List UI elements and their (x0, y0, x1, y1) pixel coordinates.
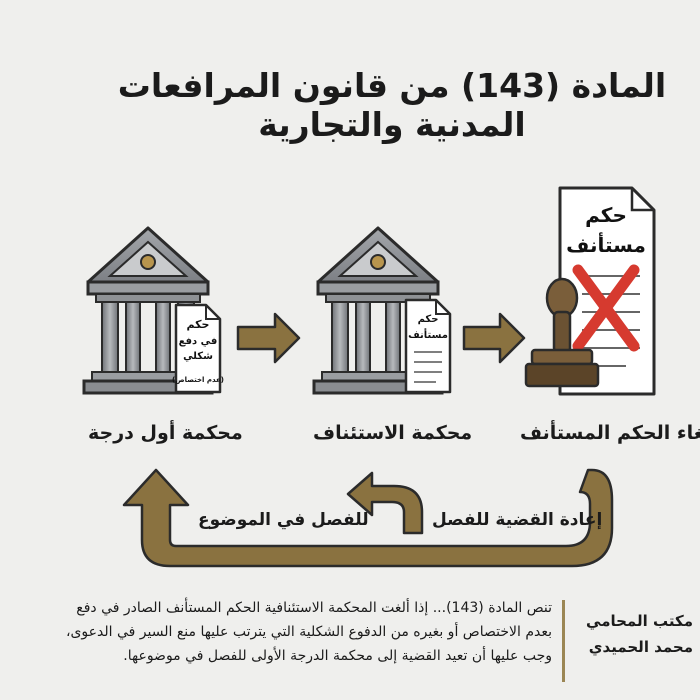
appeal-doc-line-2: مستأنف (408, 328, 448, 341)
law-office-credit: مكتب المحامي محمد الحميدي (575, 608, 693, 660)
first-court-document-icon: حكم في دفع شكلي (عدم اختصاص) (172, 303, 224, 394)
appeal-court-label: محكمة الاستئناف (313, 422, 473, 444)
first-doc-line-4: (عدم اختصاص) (172, 376, 224, 384)
first-doc-line-2: في دفع (179, 336, 218, 347)
cross-mark-icon (572, 264, 640, 352)
appeal-doc-line-1: حكم (418, 314, 439, 325)
cancel-doc-line-2: مستأنف (566, 231, 646, 257)
arrow-to-appeal-icon (236, 312, 301, 364)
office-line-1: مكتب المحامي (586, 612, 693, 630)
cancel-doc-line-1: حكم (585, 203, 627, 227)
arrow-to-cancel-icon (462, 312, 526, 364)
first-court-label: محكمة أول درجة (88, 422, 243, 444)
remand-inner-arrow-icon (346, 471, 424, 535)
process-diagram: حكم في دفع شكلي (عدم اختصاص) حكم (82, 186, 656, 568)
appeal-court-document-icon: حكم مستأنف (404, 298, 452, 394)
page-title: المادة (143) من قانون المرافعات المدنية … (117, 66, 667, 144)
first-doc-line-1: حكم (187, 318, 210, 331)
stamp-icon (524, 277, 600, 388)
article-text-line-3: وجب عليها أن تعيد القضية إلى محكمة الدرج… (123, 648, 552, 664)
article-text-line-1: تنص المادة (143)... إذا ألغت المحكمة الا… (76, 600, 552, 616)
office-line-2: محمد الحميدي (588, 638, 693, 656)
remand-label-line1: إعادة القضية للفصل (432, 510, 603, 530)
first-doc-line-3: شكلي (183, 351, 213, 362)
remand-label-line2: للفصل في الموضوع (198, 510, 369, 530)
remand-arrow-icon (122, 468, 614, 568)
article-text: تنص المادة (143)... إذا ألغت المحكمة الا… (12, 596, 552, 668)
cancel-judgment-label: إلغاء الحكم المستأنف (520, 422, 700, 444)
article-text-line-2: بعدم الاختصاص أو بغيره من الدفوع الشكلية… (65, 624, 552, 640)
footer-divider (562, 600, 565, 682)
footer: تنص المادة (143)... إذا ألغت المحكمة الا… (0, 588, 700, 700)
